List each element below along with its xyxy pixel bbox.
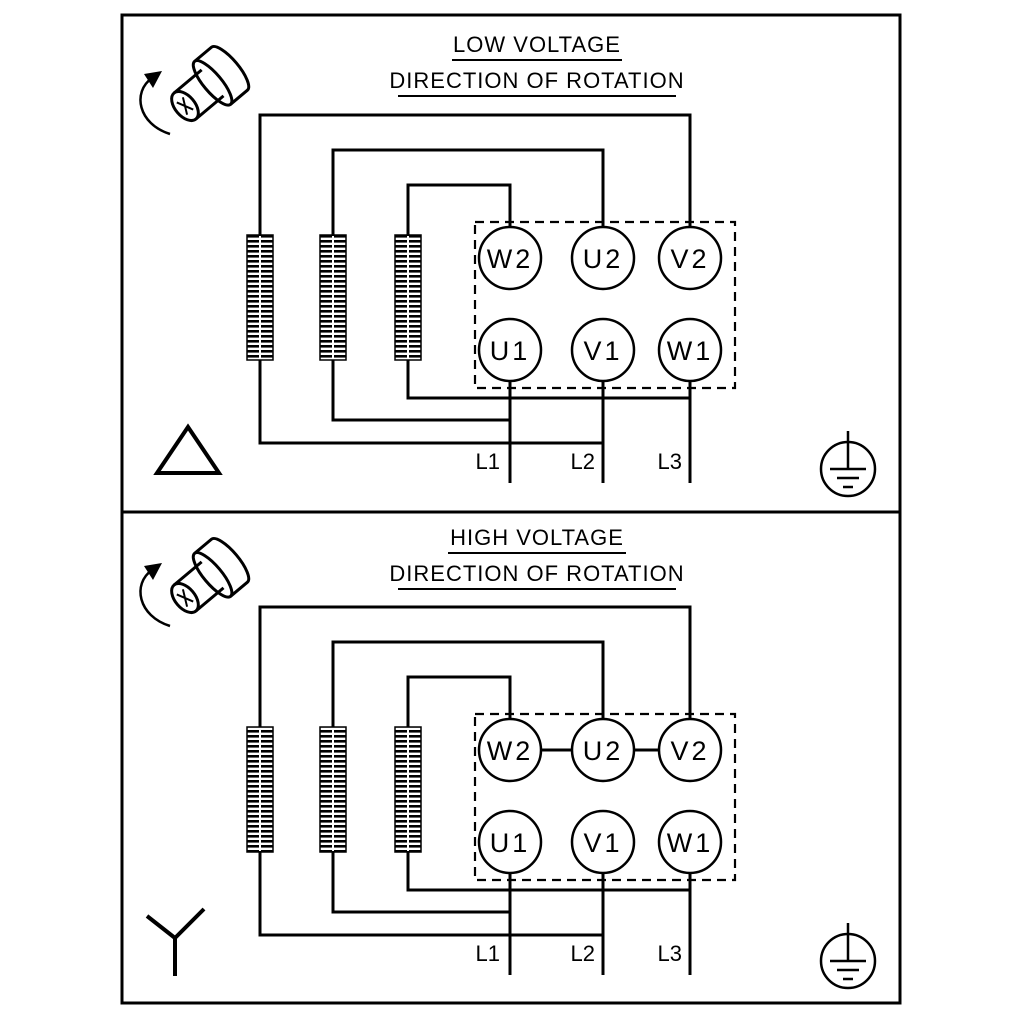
wire-coil2-to-u2: [331, 148, 605, 235]
terminal-label-w2: W2: [487, 736, 534, 766]
panel-subtitle: DIRECTION OF ROTATION: [389, 68, 684, 93]
rotation-arrow-head: [144, 563, 162, 580]
terminal-box-outline: [473, 712, 737, 882]
terminal-w2: [477, 717, 543, 783]
wire-coil3-to-w2: [406, 675, 512, 727]
terminal-label-w2: W2: [487, 244, 534, 274]
terminal-label-u2: U2: [583, 736, 624, 766]
terminal-box-outline: [473, 220, 737, 390]
outer-frame: [120, 13, 902, 1005]
earth-ground-icon: [819, 431, 877, 498]
terminal-label-u1: U1: [490, 828, 531, 858]
terminal-label-w1: W1: [667, 828, 714, 858]
rotation-arrow: [139, 568, 171, 628]
panel-subtitle: DIRECTION OF ROTATION: [389, 561, 684, 586]
terminal-label-u2: U2: [583, 244, 624, 274]
terminal-w1: [657, 317, 723, 383]
supply-label-l1: L1: [476, 449, 500, 474]
earth-ground-icon: [819, 923, 877, 990]
terminal-u2: [570, 225, 636, 291]
ground-strokes: [830, 923, 866, 981]
terminal-u1: [477, 317, 543, 383]
supply-label-l2: L2: [571, 941, 595, 966]
terminal-u2: [570, 717, 636, 783]
terminal-w1: [657, 809, 723, 875]
wire-coil2-to-u1: [331, 852, 510, 914]
low-voltage-panel: LOW VOLTAGE DIRECTION OF ROTATION: [139, 32, 877, 498]
terminal-v2: [657, 225, 723, 291]
terminal-v1: [570, 809, 636, 875]
ground-strokes: [830, 431, 866, 489]
supply-labels: L1 L2 L3: [476, 941, 682, 966]
supply-labels: L1 L2 L3: [476, 449, 682, 474]
winding-wires: [258, 605, 692, 975]
wire-coil1-to-v1: [258, 852, 603, 937]
supply-label-l3: L3: [658, 941, 682, 966]
rotation-arrow: [139, 76, 171, 136]
stator-windings: [246, 726, 422, 853]
wire-coil1-to-v2: [258, 605, 692, 727]
winding-wires: [258, 113, 692, 483]
high-voltage-panel: HIGH VOLTAGE DIRECTION OF ROTATION: [139, 525, 877, 990]
wire-coil3-to-w1: [406, 852, 690, 892]
rotation-arrow-head: [144, 71, 162, 88]
wire-coil2-to-u1: [331, 360, 510, 422]
shaft-rotation-icon: [157, 39, 256, 136]
stator-windings: [246, 234, 422, 361]
terminal-label-w1: W1: [667, 336, 714, 366]
supply-label-l2: L2: [571, 449, 595, 474]
terminal-w2: [477, 225, 543, 291]
terminal-label-v2: V2: [670, 736, 709, 766]
shaft-rotation-icon: [157, 531, 256, 628]
terminal-v1: [570, 317, 636, 383]
wire-coil1-to-v2: [258, 113, 692, 235]
panel-title: HIGH VOLTAGE: [450, 525, 624, 550]
terminal-label-v1: V1: [583, 336, 622, 366]
terminal-label-v2: V2: [670, 244, 709, 274]
wire-coil1-to-v1: [258, 360, 603, 445]
supply-label-l3: L3: [658, 449, 682, 474]
terminal-label-u1: U1: [490, 336, 531, 366]
terminal-strip: W2 U2 V2 U1 V1 W1: [477, 225, 723, 383]
wire-coil3-to-w1: [406, 360, 690, 400]
terminal-u1: [477, 809, 543, 875]
wire-coil2-to-u2: [331, 640, 605, 727]
wire-coil3-to-w2: [406, 183, 512, 235]
delta-connection-symbol: [153, 423, 223, 475]
terminal-strip: W2 U2 V2 U1 V1 W1: [477, 717, 723, 875]
supply-label-l1: L1: [476, 941, 500, 966]
terminal-label-v1: V1: [583, 828, 622, 858]
terminal-v2: [657, 717, 723, 783]
star-connection-symbol: [145, 907, 206, 976]
panel-title: LOW VOLTAGE: [453, 32, 621, 57]
